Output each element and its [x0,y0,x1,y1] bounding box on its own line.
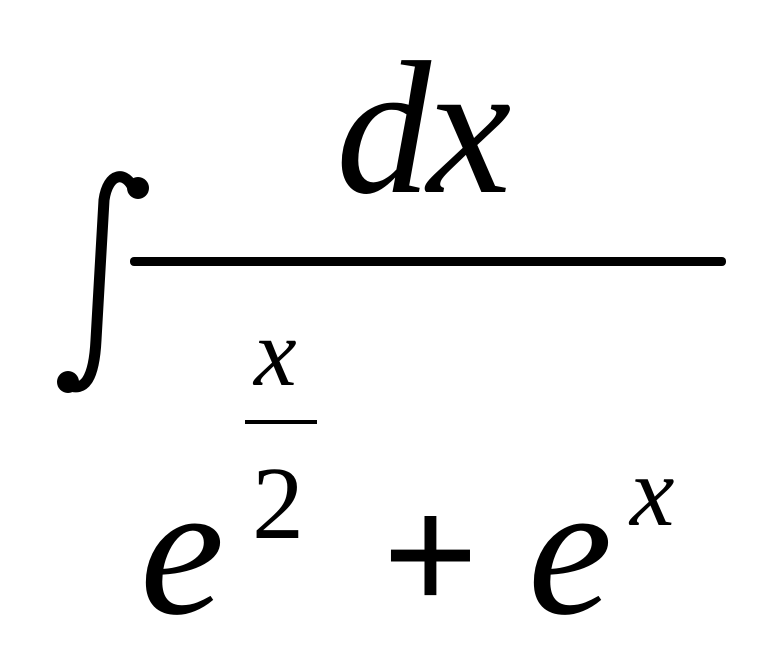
exponent-numerator-x: x [254,299,297,406]
integral-sign: ∫ [55,159,149,393]
plus-operator: + [382,461,479,649]
exponent-fraction-bar [245,420,317,424]
main-fraction-bar [130,257,726,266]
denominator-base-e-2: e [528,445,613,655]
exponent-x-2: x [630,436,675,547]
integral-sign-text: ∫ [55,159,57,161]
numerator-dx: dx [336,24,511,234]
denominator-base-e-1: e [140,445,225,655]
exponent-denominator-2: 2 [252,446,304,561]
